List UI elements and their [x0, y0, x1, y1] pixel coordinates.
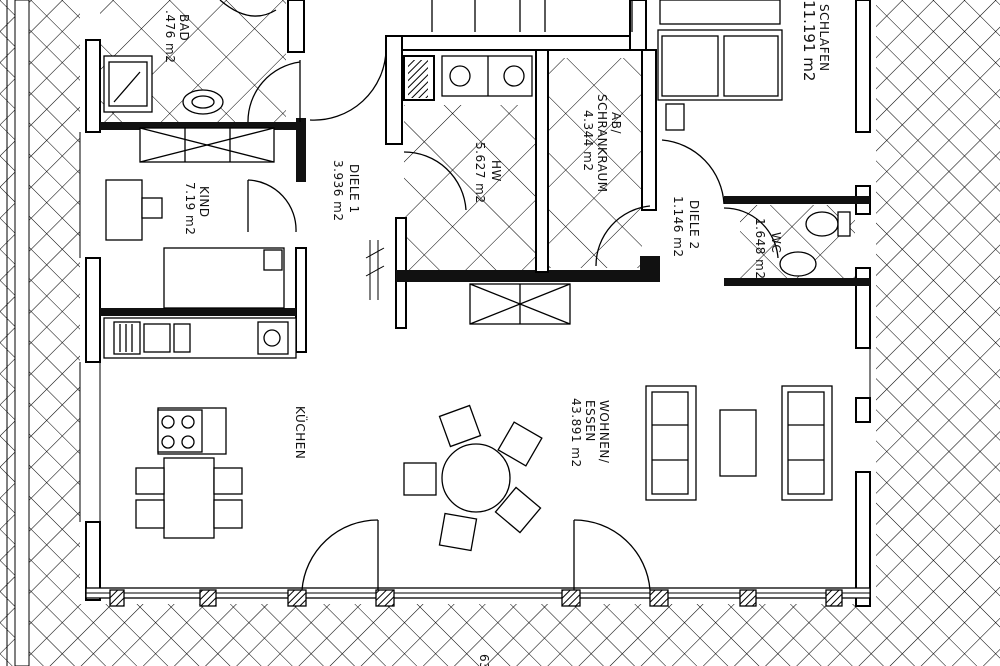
sofa-group: [645, 385, 833, 501]
svg-text:WOHNEN/: WOHNEN/: [597, 400, 611, 464]
svg-text:KÜCHEN: KÜCHEN: [293, 406, 309, 459]
svg-text:11.191 m2: 11.191 m2: [800, 0, 818, 81]
label-hw: HW 5.627 m2: [473, 142, 503, 204]
svg-text:HW: HW: [489, 160, 503, 182]
svg-text:1.648 m2: 1.648 m2: [753, 218, 767, 280]
svg-text:ESSEN: ESSEN: [583, 400, 597, 442]
svg-text:SCHRANKRAUM: SCHRANKRAUM: [595, 94, 609, 193]
wc-fixtures: [723, 207, 851, 277]
stairs: [431, 0, 633, 32]
svg-text:.476 m2: .476 m2: [163, 10, 177, 63]
wardrobe: [469, 283, 571, 325]
label-wohnen: WOHNEN/ ESSEN 43.891 m2: [569, 398, 611, 468]
svg-text:7.19 m2: 7.19 m2: [183, 182, 197, 235]
svg-text:DIELE 1: DIELE 1: [347, 164, 361, 214]
svg-text:1.146 m2: 1.146 m2: [671, 196, 685, 258]
label-diele1: DIELE 1 3.936 m2: [331, 160, 361, 222]
dining-round-table: [403, 404, 543, 552]
svg-text:4.344 m2: 4.344 m2: [581, 110, 595, 172]
svg-text:AB/: AB/: [609, 112, 623, 134]
svg-text:63: 63: [477, 654, 491, 666]
label-diele2: DIELE 2 1.146 m2: [671, 196, 701, 258]
label-edge: 63: [477, 654, 491, 666]
svg-text:BAD: BAD: [177, 14, 191, 41]
kind-furniture: [105, 127, 297, 309]
label-ab-schrankraum: AB/ SCHRANKRAUM 4.344 m2: [581, 94, 623, 193]
svg-text:KIND: KIND: [197, 186, 211, 218]
svg-text:DIELE 2: DIELE 2: [687, 200, 701, 250]
radiator-marks: [365, 240, 385, 300]
bedroom-bed: [657, 0, 783, 131]
label-schlafen: SCHLAFEN 11.191 m2: [800, 0, 831, 81]
svg-text:SCHLAFEN: SCHLAFEN: [817, 4, 831, 72]
doors: [247, 49, 725, 591]
bathroom-fixtures: [103, 0, 277, 115]
svg-text:3.936 m2: 3.936 m2: [331, 160, 345, 222]
svg-text:WC: WC: [769, 232, 783, 253]
kitchen-island: [135, 407, 243, 539]
label-kind: KIND 7.19 m2: [183, 182, 211, 235]
interior-walls: [100, 0, 870, 353]
svg-text:43.891 m2: 43.891 m2: [569, 398, 583, 468]
svg-text:5.627 m2: 5.627 m2: [473, 142, 487, 204]
label-bad: BAD .476 m2: [163, 10, 191, 63]
hw-appliances: [441, 55, 533, 97]
kitchen-counter: [103, 317, 297, 359]
label-kuechen: KÜCHEN: [293, 406, 309, 459]
label-wc: WC 1.648 m2: [753, 218, 783, 280]
room-labels: BAD .476 m2 SCHLAFEN 11.191 m2 KIND 7.19…: [163, 0, 831, 666]
exterior-walls: [79, 0, 871, 607]
